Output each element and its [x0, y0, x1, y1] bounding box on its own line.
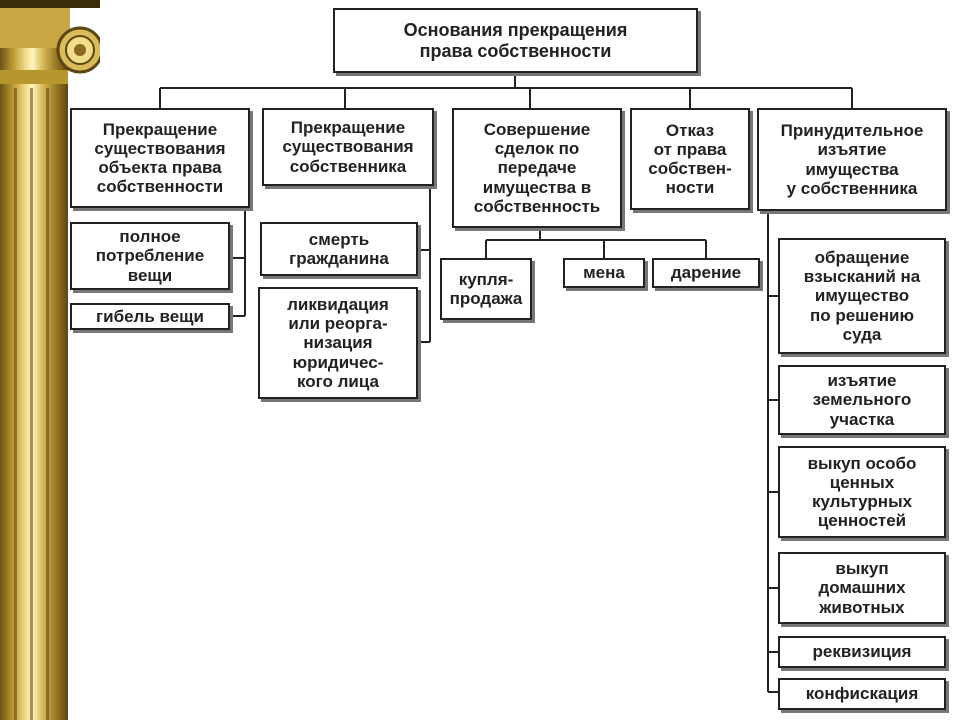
column-flute — [30, 88, 33, 720]
item-legal-entity-liquidation: ликвидация или реорга- низация юридичес-… — [258, 287, 418, 399]
item-court-recovery: обращение взысканий на имущество по реше… — [778, 238, 946, 354]
root-node: Основания прекращения права собственност… — [333, 8, 698, 73]
item-exchange: мена — [563, 258, 645, 288]
item-requisition: реквизиция — [778, 636, 946, 668]
item-destruction: гибель вещи — [70, 303, 230, 330]
item-gift: дарение — [652, 258, 760, 288]
item-confiscation: конфискация — [778, 678, 946, 710]
category-object-termination: Прекращение существования объекта права … — [70, 108, 250, 208]
column-capital-volute — [0, 0, 100, 84]
item-full-consumption: полное потребление вещи — [70, 222, 230, 290]
category-ownership-waiver: Отказ от права собствен- ности — [630, 108, 750, 210]
category-owner-termination: Прекращение существования собственника — [262, 108, 434, 186]
item-cultural-values-buyout: выкуп особо ценных культурных ценностей — [778, 446, 946, 538]
column-decoration — [0, 0, 68, 720]
column-flute — [14, 88, 17, 720]
item-sale: купля- продажа — [440, 258, 532, 320]
item-land-seizure: изъятие земельного участка — [778, 365, 946, 435]
item-citizen-death: смерть гражданина — [260, 222, 418, 276]
category-forced-seizure: Принудительное изъятие имущества у собст… — [757, 108, 947, 211]
column-flute — [46, 88, 49, 720]
item-domestic-animals-buyout: выкуп домашних животных — [778, 552, 946, 624]
category-transfer-deals: Совершение сделок по передаче имущества … — [452, 108, 622, 228]
